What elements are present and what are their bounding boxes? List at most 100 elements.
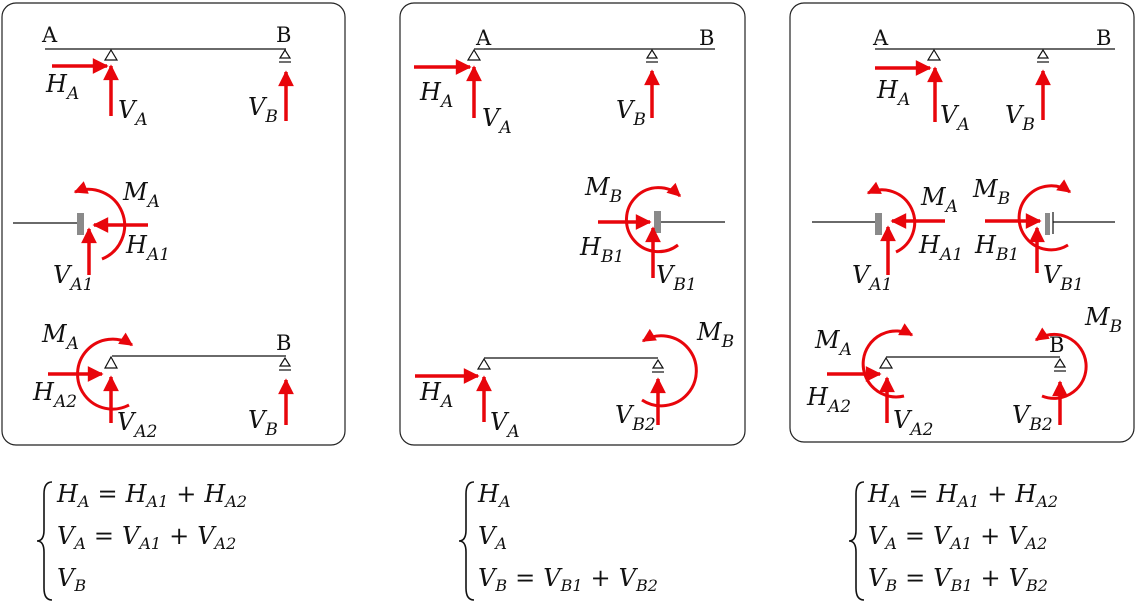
panel-1: A B HA VA VB MA HA1 VA1 MA B HA2 VA2 VB	[1, 2, 346, 446]
pin-support	[926, 48, 942, 61]
subscript: A	[498, 492, 511, 511]
symbol: H	[419, 78, 442, 106]
roller-support	[1053, 357, 1067, 368]
symbol: V	[1008, 522, 1026, 550]
panel-frame	[1, 2, 346, 446]
symbol: V	[248, 406, 268, 434]
equation-line: VB=VB1+VB2	[868, 564, 1058, 606]
symbol: H	[204, 480, 226, 508]
panel-frame	[789, 2, 1135, 443]
label-VA: VA	[940, 101, 970, 135]
symbol: V	[490, 408, 510, 436]
symbol: V	[53, 261, 73, 289]
brace-icon	[848, 481, 865, 601]
operator: =	[908, 480, 929, 508]
subscript: B	[997, 189, 1011, 209]
roller-support	[645, 48, 659, 59]
panel-2: A B HA VA VB MB HB1 VB1 MB HA VA VB2	[399, 2, 746, 446]
symbol: M	[972, 175, 999, 203]
symbol: V	[940, 101, 960, 129]
fixed-support	[1045, 213, 1050, 235]
label-HB1: HB1	[579, 233, 624, 267]
label-HA: HA	[45, 70, 79, 104]
term: VA	[57, 522, 86, 553]
term: VA2	[1008, 522, 1047, 553]
symbol: H	[918, 231, 941, 259]
symbol: V	[618, 564, 636, 592]
term: VA	[478, 522, 507, 553]
subscript: B2	[1025, 576, 1048, 595]
symbol: H	[125, 480, 147, 508]
symbol: H	[57, 480, 78, 508]
subscript: A	[497, 118, 511, 138]
label-HA: HA	[876, 76, 910, 110]
subscript: A2	[214, 534, 237, 553]
symbol: V	[852, 261, 872, 289]
symbol: V	[868, 564, 886, 592]
brace-icon	[458, 481, 475, 601]
subscript: B	[74, 576, 87, 595]
label-VB2: VB2	[1012, 401, 1053, 435]
symbol: M	[122, 178, 149, 206]
label-VB: VB	[1005, 101, 1035, 135]
moment-arrow-MB	[1017, 179, 1072, 252]
subscript: A2	[225, 492, 248, 511]
subscript: A1	[139, 534, 162, 553]
subscript: B2	[635, 576, 658, 595]
pin-support	[878, 356, 894, 369]
point-label-A: A	[475, 26, 492, 50]
symbol: V	[615, 401, 635, 429]
symbol: V	[57, 564, 75, 592]
equation-line: VA	[478, 522, 658, 564]
symbol: V	[868, 522, 886, 550]
subscript: A1	[938, 245, 963, 265]
subscript: A	[838, 340, 852, 360]
label-MA: MA	[920, 183, 958, 217]
subscript: B2	[1028, 415, 1052, 435]
symbol: V	[1008, 564, 1026, 592]
term: VB1	[543, 564, 582, 595]
symbol: V	[543, 564, 561, 592]
label-MB: MB	[584, 173, 622, 207]
term: HA	[57, 480, 90, 511]
fixed-support	[77, 213, 84, 235]
point-label-B: B	[1049, 333, 1064, 357]
term: VB2	[1008, 564, 1048, 595]
subscript: B	[885, 576, 898, 595]
label-HB1: HB1	[974, 231, 1019, 265]
pin-support	[103, 355, 119, 369]
symbol: V	[616, 96, 636, 124]
subscript: A1	[957, 492, 980, 511]
label-VB1: VB1	[656, 261, 697, 295]
subscript: B	[721, 332, 735, 352]
point-label-B: B	[276, 23, 291, 47]
point-label-B: B	[276, 331, 291, 355]
equation-line: HA	[478, 480, 658, 522]
symbol: V	[893, 406, 913, 434]
symbol: H	[45, 70, 68, 98]
label-HA: HA	[419, 78, 453, 112]
symbol: M	[1084, 303, 1111, 331]
symbol: H	[478, 480, 499, 508]
fixed-support	[654, 211, 661, 233]
pin-support	[103, 48, 119, 61]
term: HA	[478, 480, 511, 511]
symbol: V	[1043, 261, 1063, 289]
subscript: B	[264, 107, 278, 127]
term: VB1	[933, 564, 972, 595]
moment-arrow-MA	[73, 181, 127, 261]
label-VA1: VA1	[852, 261, 892, 295]
subscript: A2	[908, 420, 933, 440]
subscript: A	[74, 534, 86, 553]
term: VB	[868, 564, 898, 595]
subscript: B1	[672, 275, 696, 295]
pin-support	[476, 357, 492, 370]
symbol: V	[478, 522, 496, 550]
term: VA2	[197, 522, 237, 553]
subscript: A	[65, 334, 79, 354]
label-MA: MA	[41, 320, 79, 354]
subscript: B	[1021, 115, 1035, 135]
label-HA2: HA2	[32, 378, 77, 412]
panel-frame	[399, 2, 746, 446]
